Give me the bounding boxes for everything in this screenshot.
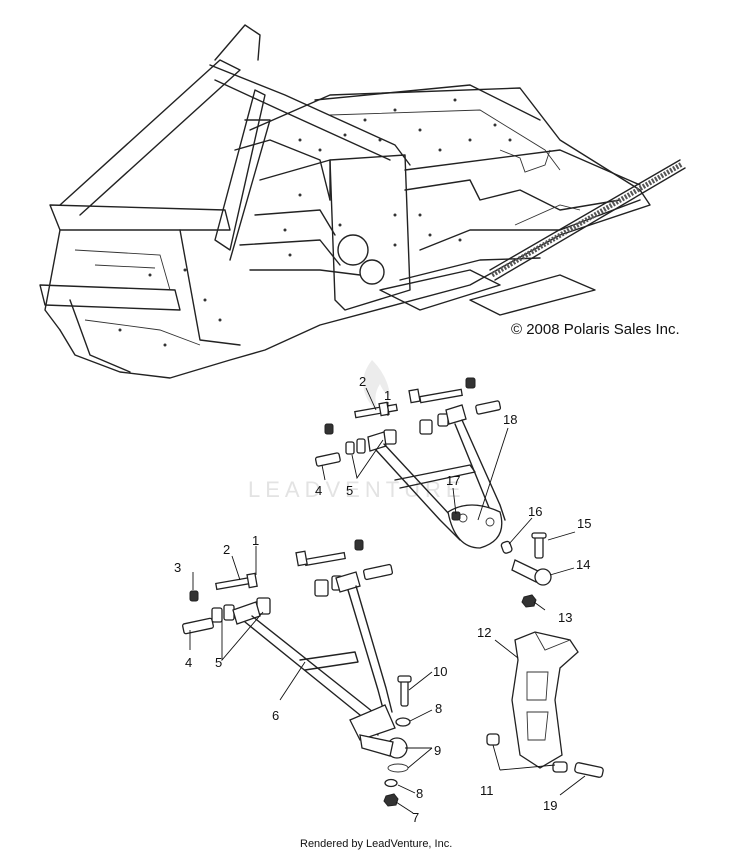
bushing-11-upper	[486, 733, 500, 746]
callout-4-lower: 4	[185, 655, 192, 670]
spindle-assembly	[486, 631, 604, 778]
watermark-text: LEADVENTURE	[248, 477, 466, 502]
upper-a-arm-assembly	[314, 377, 552, 608]
callout-16: 16	[528, 504, 542, 519]
callout-14: 14	[576, 557, 590, 572]
copyright-notice: © 2008 Polaris Sales Inc.	[511, 321, 680, 338]
washer-16	[500, 540, 513, 554]
bushing-11-lower	[552, 761, 568, 773]
callout-5-lower: 5	[215, 655, 222, 670]
pivot-tube-rear-upper	[475, 400, 502, 415]
nut-3	[189, 590, 199, 602]
upper-ball-joint-housing	[447, 504, 503, 549]
callout-labels: 1 2 4 5 18 17 16 15 14 13 3 2 1 4 5 6 10…	[174, 374, 591, 825]
watermark-logo: LEADVENTURE	[248, 360, 466, 502]
leader-lines	[189, 387, 586, 814]
bushing-set-5-upper	[345, 413, 449, 455]
lower-arm-gusset	[349, 704, 396, 741]
callout-19: 19	[543, 798, 557, 813]
footer-credit: Rendered by LeadVenture, Inc.	[300, 838, 452, 850]
callout-1-lower: 1	[252, 533, 259, 548]
callout-13: 13	[558, 610, 572, 625]
bolt-1-lower	[215, 572, 258, 591]
callout-7: 7	[412, 810, 419, 825]
pivot-tube-rear-lower	[362, 563, 394, 581]
callout-3: 3	[174, 560, 181, 575]
snap-ring-9	[387, 763, 409, 773]
bolt-upper-rear	[408, 388, 463, 404]
nut-7	[383, 793, 399, 807]
callout-9: 9	[434, 743, 441, 758]
nut-upper-rear	[465, 377, 476, 389]
washer-8-upper	[395, 717, 411, 727]
callout-17: 17	[446, 473, 460, 488]
nut-13	[521, 594, 537, 608]
nut-upper-front	[324, 423, 334, 435]
callout-12: 12	[477, 625, 491, 640]
pin-15	[534, 535, 544, 559]
callout-4-upper: 4	[315, 483, 322, 498]
bushing-set-5-lower	[211, 575, 343, 623]
callout-11: 11	[480, 783, 494, 798]
bolt-10	[400, 679, 409, 707]
callout-10: 10	[433, 664, 447, 679]
pivot-tube-4-upper	[314, 452, 341, 467]
callout-5-upper: 5	[346, 483, 353, 498]
callout-6: 6	[272, 708, 279, 723]
washer-8-lower	[384, 778, 398, 788]
upper-arm-rear-sleeve	[445, 404, 467, 425]
pivot-tube-19	[574, 762, 604, 778]
lower-a-arm-assembly	[182, 539, 412, 807]
callout-15: 15	[577, 516, 591, 531]
lower-arm-rear-sleeve	[335, 571, 361, 593]
nut-lower-rear	[354, 539, 364, 551]
callout-1-upper: 1	[384, 388, 391, 403]
bolt-lower-rear	[295, 550, 346, 567]
callout-8-lower: 8	[416, 786, 423, 801]
pivot-tube-4-lower	[182, 617, 214, 635]
chassis-frame	[39, 24, 686, 379]
callout-2-lower: 2	[223, 542, 230, 557]
callout-18: 18	[503, 412, 517, 427]
callout-2-upper: 2	[359, 374, 366, 389]
callout-8-upper: 8	[435, 701, 442, 716]
